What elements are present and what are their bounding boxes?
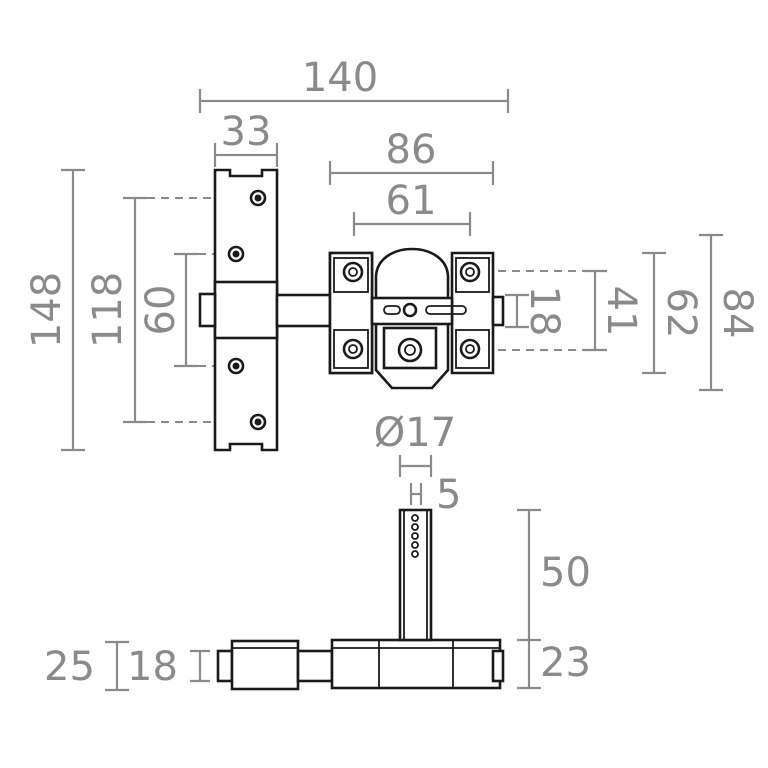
dim-body-overall-height: 84	[714, 288, 760, 339]
key-pin-icon	[411, 514, 419, 558]
dim-base-depth: 23	[540, 640, 591, 686]
keyhole-icon	[397, 337, 423, 363]
dim-body-inner-width: 61	[386, 178, 437, 224]
dim-cylinder-length: 50	[540, 550, 591, 596]
dim-plate-width: 33	[221, 109, 272, 155]
screw-hole-icon	[227, 189, 267, 431]
dim-plate-height: 148	[24, 272, 70, 348]
bottom-view	[216, 508, 505, 691]
dim-plate-inner-spacing: 60	[138, 285, 184, 336]
corner-screw-icon	[342, 261, 481, 360]
dim-overall-width: 140	[302, 55, 378, 101]
dimension-labels: 140 33 86 61 148 118 60 18 41 62 84 Ø17 …	[24, 55, 760, 690]
lock-body	[328, 247, 505, 390]
dim-cylinder-width: 5	[436, 472, 461, 518]
dim-plate-hole-spacing: 118	[85, 272, 131, 348]
dim-bolt-depth: 18	[127, 644, 178, 690]
bolt-bar	[198, 292, 332, 328]
dim-body-width: 86	[386, 127, 437, 173]
dim-bolt-height: 18	[521, 286, 567, 337]
dim-body-height: 62	[658, 288, 704, 339]
dim-body-inner-height: 41	[598, 286, 644, 337]
dim-plate-depth: 25	[44, 644, 95, 690]
dim-cylinder-diameter: Ø17	[374, 410, 456, 456]
strike-plate	[213, 168, 279, 452]
